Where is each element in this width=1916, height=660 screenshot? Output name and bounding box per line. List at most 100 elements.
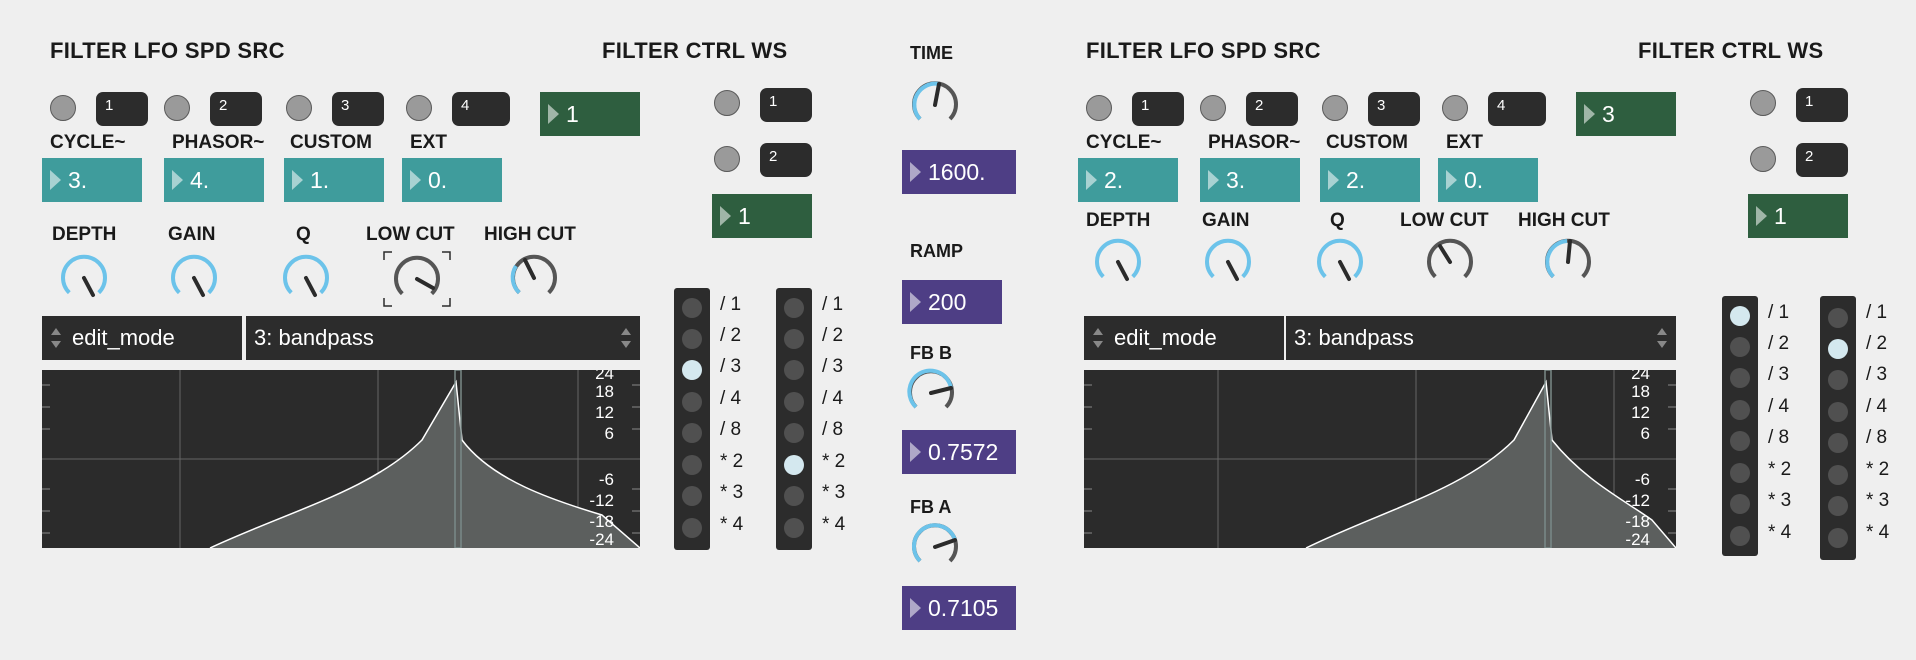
lfo-radio-4[interactable] xyxy=(1442,95,1468,121)
lfo-button-1[interactable]: 1 xyxy=(1132,92,1184,126)
time-knob[interactable] xyxy=(906,76,964,134)
q-knob[interactable] xyxy=(278,250,334,306)
fb-a-knob[interactable] xyxy=(906,518,964,576)
ratio-option-dot[interactable] xyxy=(1730,431,1750,451)
lfo-radio-4[interactable] xyxy=(406,95,432,121)
lfo-select-number[interactable]: 3 xyxy=(1576,92,1676,136)
ws-select-number[interactable]: 1 xyxy=(712,194,812,238)
ratio-option-dot[interactable] xyxy=(784,360,804,380)
filter-type-menu[interactable]: 3: bandpass xyxy=(1286,316,1676,360)
ws-button-2[interactable]: 2 xyxy=(1796,143,1848,177)
ratio-option-dot[interactable] xyxy=(1730,526,1750,546)
ratio-selector-b[interactable] xyxy=(776,288,812,550)
ramp-number[interactable]: 200 xyxy=(902,280,1002,324)
ratio-option-dot[interactable] xyxy=(1828,465,1848,485)
high-cut-knob[interactable] xyxy=(1540,234,1596,290)
ratio-option-dot[interactable] xyxy=(1828,528,1848,548)
ws-button-2[interactable]: 2 xyxy=(760,143,812,177)
ratio-option-dot-selected[interactable] xyxy=(1828,339,1848,359)
filter-response-graph[interactable]: 24 18 12 6 -6 -12 -18 -24 xyxy=(42,370,640,548)
fb-a-label: FB A xyxy=(910,497,952,517)
ws-radio-2[interactable] xyxy=(1750,146,1776,172)
cycle-speed-number[interactable]: 3. xyxy=(42,158,142,202)
ext-speed-number[interactable]: 0. xyxy=(402,158,502,202)
ws-select-number[interactable]: 1 xyxy=(1748,194,1848,238)
cycle-speed-number[interactable]: 2. xyxy=(1078,158,1178,202)
lfo-radio-3[interactable] xyxy=(286,95,312,121)
ratio-option-dot[interactable] xyxy=(784,392,804,412)
lfo-button-3[interactable]: 3 xyxy=(332,92,384,126)
ratio-selector-a[interactable] xyxy=(674,288,710,550)
gain-knob[interactable] xyxy=(166,250,222,306)
graph-tick-label: 12 xyxy=(595,403,614,422)
q-knob[interactable] xyxy=(1312,234,1368,290)
ratio-option-dot[interactable] xyxy=(682,298,702,318)
lfo-button-4[interactable]: 4 xyxy=(452,92,510,126)
depth-knob[interactable] xyxy=(1090,234,1146,290)
ext-label: EXT xyxy=(410,132,447,153)
ratio-option-dot[interactable] xyxy=(1828,433,1848,453)
phasor-speed-number[interactable]: 4. xyxy=(164,158,264,202)
ratio-option-dot-selected[interactable] xyxy=(784,455,804,475)
ws-button-1[interactable]: 1 xyxy=(1796,88,1848,122)
lfo-radio-2[interactable] xyxy=(1200,95,1226,121)
ext-speed-number[interactable]: 0. xyxy=(1438,158,1538,202)
ratio-option-dot[interactable] xyxy=(1730,337,1750,357)
ratio-option-dot[interactable] xyxy=(784,423,804,443)
low-cut-knob[interactable] xyxy=(1422,234,1478,290)
ws-radio-1[interactable] xyxy=(714,90,740,116)
depth-knob[interactable] xyxy=(56,250,112,306)
lfo-button-2[interactable]: 2 xyxy=(1246,92,1298,126)
ratio-option-dot-selected[interactable] xyxy=(1730,306,1750,326)
fb-b-number[interactable]: 0.7572 xyxy=(902,430,1016,474)
ratio-option-dot-selected[interactable] xyxy=(682,360,702,380)
ratio-selector-a[interactable] xyxy=(1722,296,1758,556)
fb-b-knob[interactable] xyxy=(902,364,960,422)
filter-response-graph[interactable]: 24 18 12 6 -6 -12 -18 -24 xyxy=(1084,370,1676,548)
low-cut-knob[interactable] xyxy=(382,250,452,308)
ratio-option-dot[interactable] xyxy=(784,298,804,318)
filter-type-menu[interactable]: 3: bandpass xyxy=(246,316,640,360)
lfo-button-4[interactable]: 4 xyxy=(1488,92,1546,126)
fb-a-number[interactable]: 0.7105 xyxy=(902,586,1016,630)
custom-speed-number[interactable]: 1. xyxy=(284,158,384,202)
edit-mode-menu[interactable]: edit_mode xyxy=(1084,316,1284,360)
lfo-radio-1[interactable] xyxy=(50,95,76,121)
lfo-button-2[interactable]: 2 xyxy=(210,92,262,126)
filter-ctrl-ws-title: FILTER CTRL WS xyxy=(1638,38,1824,63)
ratio-option-dot[interactable] xyxy=(1730,368,1750,388)
ratio-option-dot[interactable] xyxy=(682,455,702,475)
custom-speed-number[interactable]: 2. xyxy=(1320,158,1420,202)
ratio-option-dot[interactable] xyxy=(1828,308,1848,328)
gain-knob[interactable] xyxy=(1200,234,1256,290)
ratio-option-dot[interactable] xyxy=(682,518,702,538)
ratio-option-dot[interactable] xyxy=(682,392,702,412)
ratio-selector-b[interactable] xyxy=(1820,296,1856,560)
edit-mode-menu[interactable]: edit_mode xyxy=(42,316,242,360)
ratio-option-dot[interactable] xyxy=(1828,370,1848,390)
ratio-label: / 4 xyxy=(822,388,844,409)
lfo-select-number[interactable]: 1 xyxy=(540,92,640,136)
phasor-speed-number[interactable]: 3. xyxy=(1200,158,1300,202)
ratio-option-dot[interactable] xyxy=(682,329,702,349)
ratio-option-dot[interactable] xyxy=(682,486,702,506)
time-number[interactable]: 1600. xyxy=(902,150,1016,194)
ratio-option-dot[interactable] xyxy=(784,329,804,349)
ratio-option-dot[interactable] xyxy=(1730,463,1750,483)
ratio-option-dot[interactable] xyxy=(1828,402,1848,422)
ratio-option-dot[interactable] xyxy=(784,518,804,538)
lfo-radio-1[interactable] xyxy=(1086,95,1112,121)
ratio-option-dot[interactable] xyxy=(682,423,702,443)
ratio-option-dot[interactable] xyxy=(1730,494,1750,514)
ratio-option-dot[interactable] xyxy=(784,486,804,506)
lfo-radio-2[interactable] xyxy=(164,95,190,121)
ws-button-1[interactable]: 1 xyxy=(760,88,812,122)
lfo-button-3[interactable]: 3 xyxy=(1368,92,1420,126)
lfo-button-1[interactable]: 1 xyxy=(96,92,148,126)
ratio-option-dot[interactable] xyxy=(1828,496,1848,516)
ws-radio-2[interactable] xyxy=(714,146,740,172)
ws-radio-1[interactable] xyxy=(1750,90,1776,116)
lfo-radio-3[interactable] xyxy=(1322,95,1348,121)
ratio-option-dot[interactable] xyxy=(1730,400,1750,420)
high-cut-knob[interactable] xyxy=(506,250,562,306)
